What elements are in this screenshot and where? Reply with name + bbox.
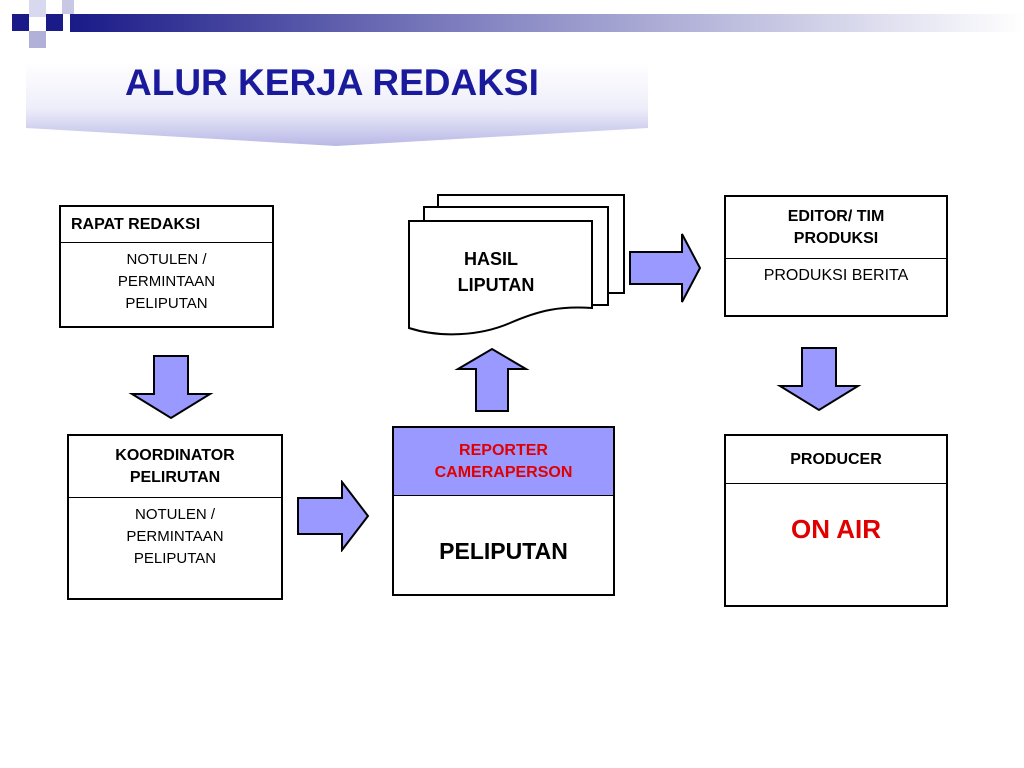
band-square-4 [29, 31, 46, 48]
koordinator-box: KOORDINATOR PELIRUTAN NOTULEN / PERMINTA… [67, 434, 283, 600]
rapat-redaksi-box: RAPAT REDAKSI NOTULEN / PERMINTAAN PELIP… [59, 205, 274, 328]
rapat-body-line-2: PERMINTAAN [117, 273, 216, 290]
hasil-liputan-label: HASIL LIPUTAN [432, 246, 560, 298]
hasil-line-1: HASIL [464, 249, 518, 269]
koordinator-header-line-2: PELIRUTAN [129, 468, 221, 486]
reporter-body: PELIPUTAN [439, 538, 568, 564]
koordinator-body-line-2: PERMINTAAN [126, 528, 224, 545]
producer-box: PRODUCER ON AIR [724, 434, 948, 607]
reporter-header-line-2: CAMERAPERSON [434, 463, 573, 481]
editor-body: PRODUKSI BERITA [763, 267, 909, 284]
rapat-redaksi-header: RAPAT REDAKSI [61, 207, 272, 243]
arrow-down-rapat-to-koordinator [128, 355, 214, 420]
band-square-2 [29, 0, 46, 17]
koordinator-header: KOORDINATOR PELIRUTAN [69, 436, 281, 498]
rapat-body-line-3: PELIPUTAN [125, 295, 208, 312]
band-square-1 [12, 14, 29, 31]
hasil-line-2: LIPUTAN [457, 275, 535, 295]
reporter-header-line-1: REPORTER [459, 441, 548, 459]
editor-box: EDITOR/ TIM PRODUKSI PRODUKSI BERITA [724, 195, 948, 317]
band-square-3 [46, 14, 63, 31]
koordinator-header-line-1: KOORDINATOR [115, 446, 235, 464]
hasil-liputan-documents [408, 194, 625, 336]
arrow-up-reporter-to-hasil [454, 347, 530, 412]
reporter-box: REPORTER CAMERAPERSON PELIPUTAN [392, 426, 615, 596]
koordinator-body-line-3: PELIPUTAN [133, 550, 217, 567]
producer-header: PRODUCER [726, 436, 946, 484]
rapat-redaksi-body: NOTULEN / PERMINTAAN PELIPUTAN [61, 243, 272, 315]
page-title: ALUR KERJA REDAKSI [125, 62, 539, 103]
editor-header-line-2: PRODUKSI [793, 229, 879, 247]
arrow-down-editor-to-producer [776, 347, 862, 412]
koordinator-body-line-1: NOTULEN / [134, 506, 215, 523]
reporter-header: REPORTER CAMERAPERSON [394, 428, 613, 496]
arrow-right-koordinator-to-reporter [297, 480, 370, 552]
arrow-right-hasil-to-editor [629, 233, 702, 303]
koordinator-body: NOTULEN / PERMINTAAN PELIPUTAN [69, 498, 281, 570]
title-banner [26, 62, 648, 146]
producer-body: ON AIR [790, 514, 882, 544]
editor-header: EDITOR/ TIM PRODUKSI [726, 197, 946, 259]
band-square-5 [62, 0, 74, 14]
document-front [408, 220, 593, 336]
header-band [12, 0, 1024, 48]
editor-header-line-1: EDITOR/ TIM [787, 207, 885, 225]
rapat-body-line-1: NOTULEN / [126, 251, 207, 268]
